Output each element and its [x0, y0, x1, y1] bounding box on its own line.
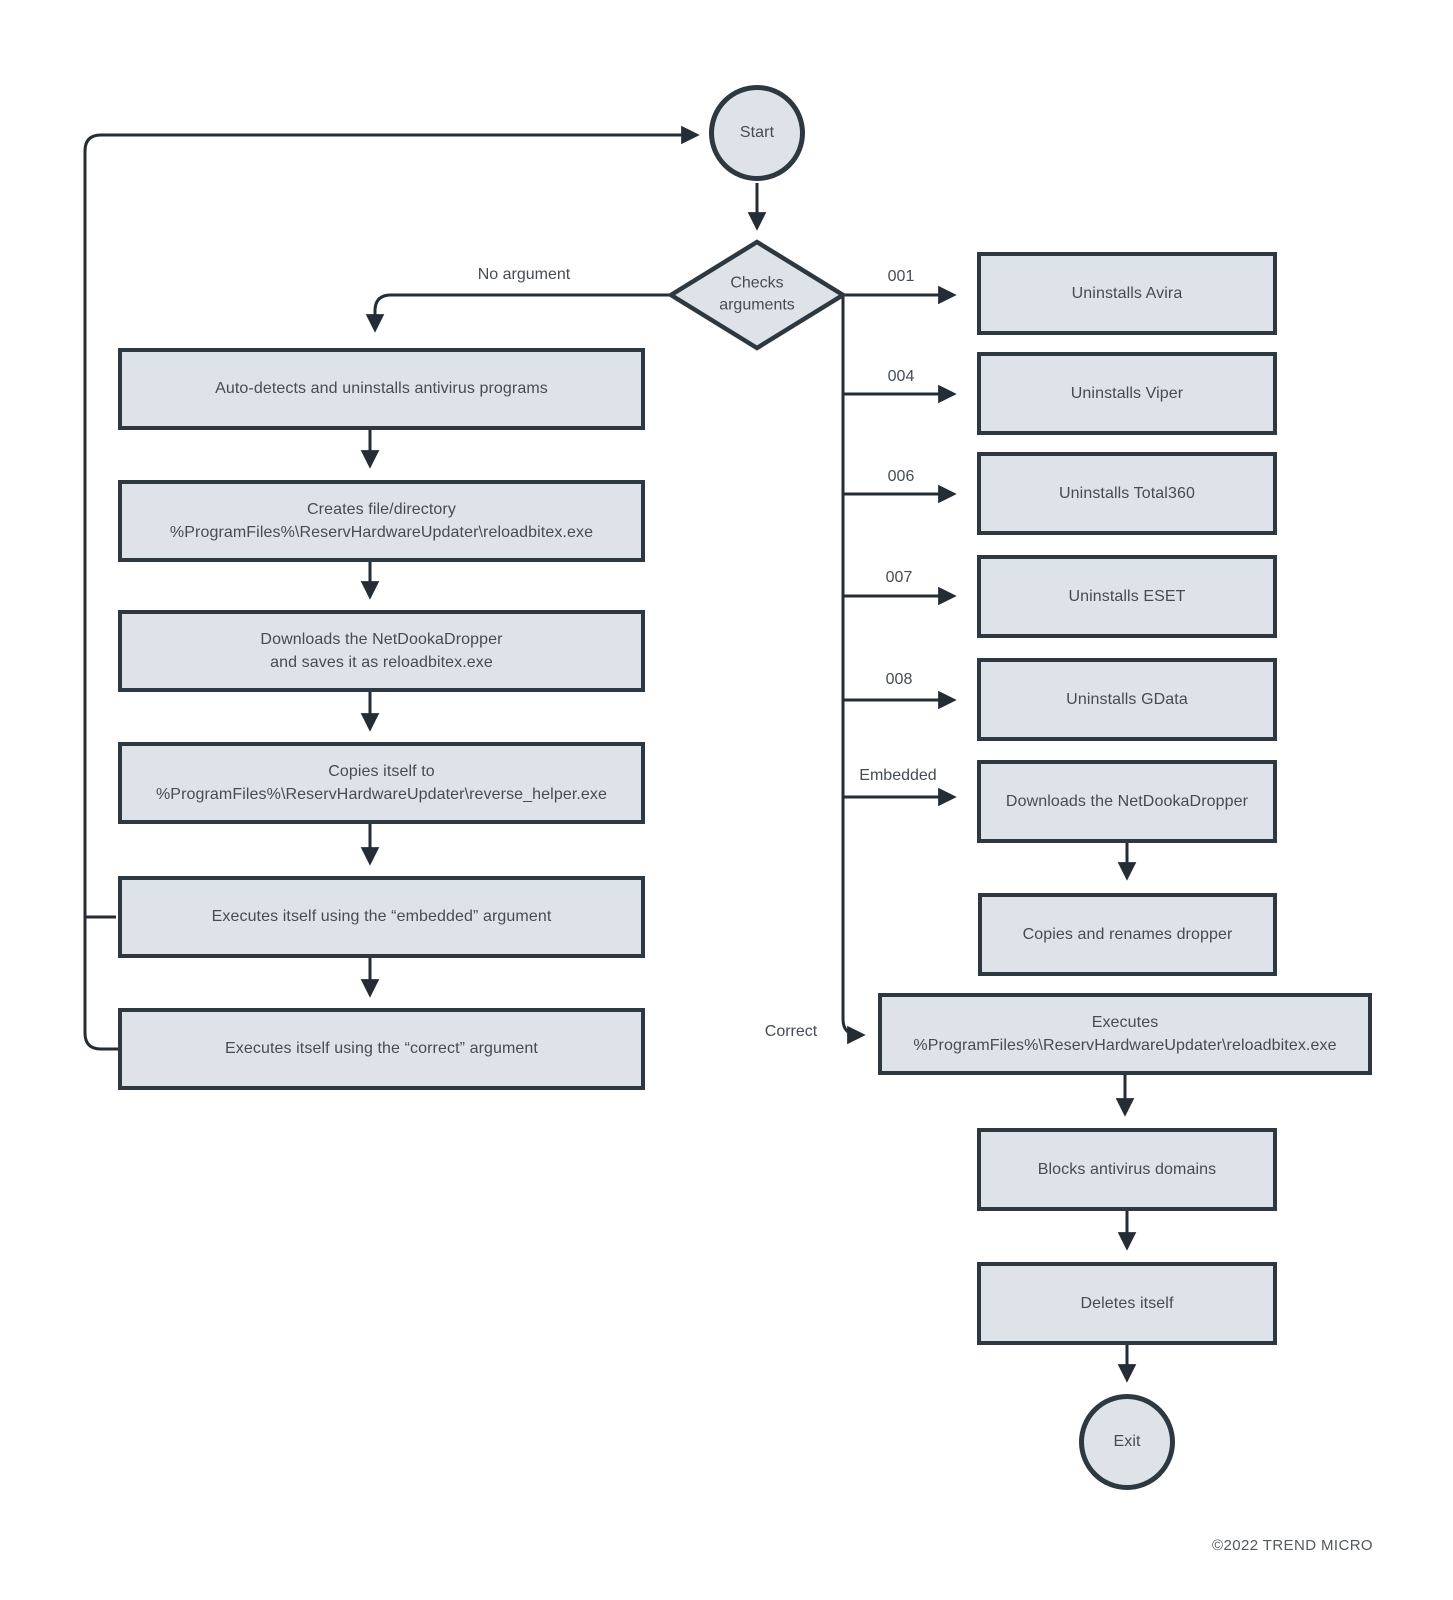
process-box-copies-itself: Copies itself to %ProgramFiles%\ReservHa… — [118, 742, 645, 824]
connector-correct-trunk — [841, 295, 866, 1045]
branch-label-008: 008 — [883, 671, 915, 689]
branch-label-004: 004 — [885, 368, 917, 386]
branch-label-embedded: Embedded — [857, 767, 939, 785]
process-box-executes-embedded: Executes itself using the “embedded” arg… — [118, 876, 645, 958]
process-box-downloads-dropper: Downloads the NetDookaDropper — [977, 760, 1277, 843]
process-box-uninstalls-total360: Uninstalls Total360 — [977, 452, 1277, 535]
process-box-uninstalls-gdata: Uninstalls GData — [977, 658, 1277, 741]
branch-label-no-argument: No argument — [475, 266, 573, 284]
branch-label-007: 007 — [883, 569, 915, 587]
process-box-uninstalls-avira: Uninstalls Avira — [977, 252, 1277, 335]
process-box-blocks-domains: Blocks antivirus domains — [977, 1128, 1277, 1211]
exit-node: Exit — [1079, 1394, 1175, 1490]
process-box-uninstalls-eset: Uninstalls ESET — [977, 555, 1277, 638]
decision-label: Checks arguments — [719, 274, 795, 314]
process-box-downloads-saves: Downloads the NetDookaDropper and saves … — [118, 610, 645, 692]
process-box-uninstalls-viper: Uninstalls Viper — [977, 352, 1277, 435]
branch-label-006: 006 — [885, 468, 917, 486]
copyright-text: ©2022 TREND MICRO — [1212, 1537, 1373, 1554]
process-box-executes-correct: Executes itself using the “correct” argu… — [118, 1008, 645, 1090]
decision-diamond-shape — [666, 239, 848, 351]
connector-no-argument — [365, 293, 672, 333]
branch-label-001: 001 — [885, 268, 917, 286]
branch-label-correct: Correct — [762, 1023, 820, 1041]
start-node: Start — [709, 85, 805, 181]
process-box-copies-renames: Copies and renames dropper — [978, 893, 1277, 976]
process-box-deletes-itself: Deletes itself — [977, 1262, 1277, 1345]
process-box-executes-reloadbitex: Executes %ProgramFiles%\ReservHardwareUp… — [878, 993, 1372, 1075]
process-box-creates-file: Creates file/directory %ProgramFiles%\Re… — [118, 480, 645, 562]
process-box-autodetect: Auto-detects and uninstalls antivirus pr… — [118, 348, 645, 430]
connector-loop-to-start — [83, 125, 700, 1051]
